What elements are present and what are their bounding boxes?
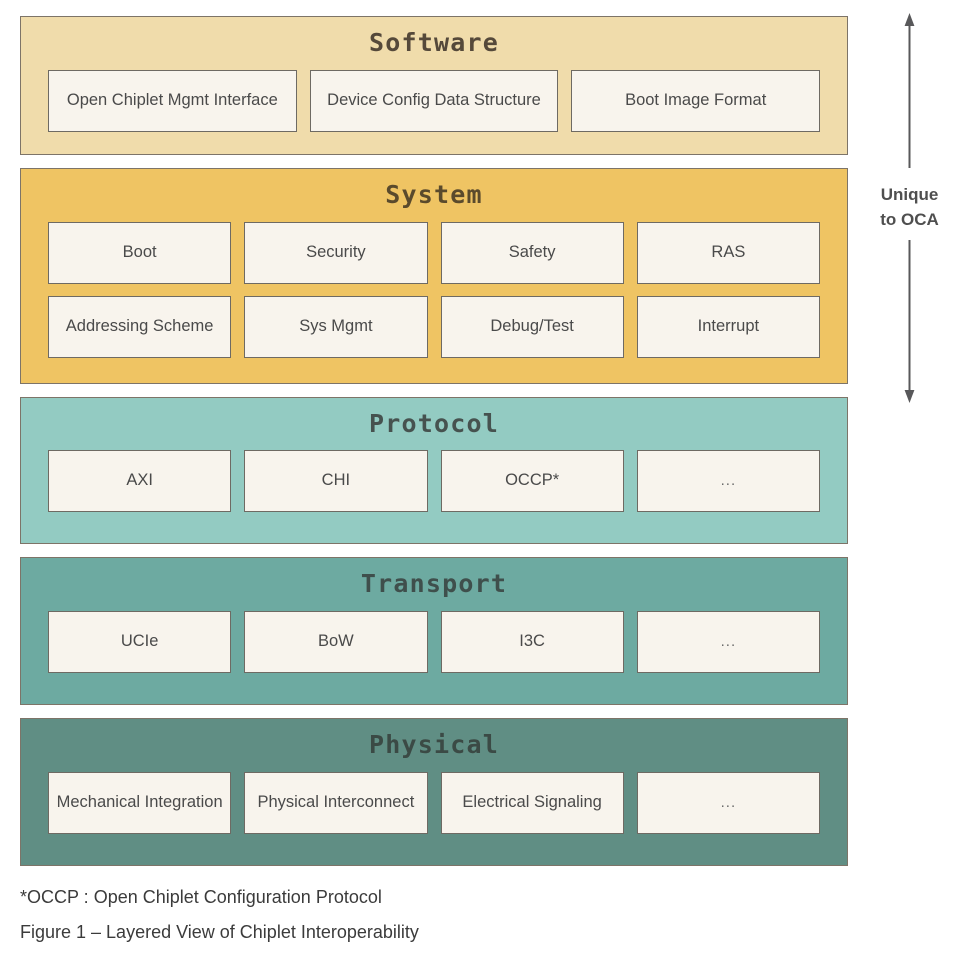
layer-transport: Transport UCIe BoW I3C ... — [20, 557, 848, 705]
layer-row: Open Chiplet Mgmt Interface Device Confi… — [48, 69, 821, 132]
layer-cell-security[interactable]: Security — [244, 221, 428, 284]
layer-software: Software Open Chiplet Mgmt Interface Dev… — [20, 16, 848, 155]
unique-to-oca-annotation: Unique to OCA — [862, 12, 957, 404]
double-headed-vertical-arrow-icon — [904, 13, 915, 403]
footnote-occp-definition: *OCCP : Open Chiplet Configuration Proto… — [20, 887, 382, 907]
layer-cell-chi[interactable]: CHI — [244, 450, 428, 513]
layer-cell-addressing-scheme[interactable]: Addressing Scheme — [48, 295, 232, 358]
annotation-label-line2: to OCA — [880, 209, 939, 229]
layer-title-physical: Physical — [368, 730, 499, 759]
figure-caption: Figure 1 – Layered View of Chiplet Inter… — [20, 922, 419, 942]
layer-cell-open-chiplet-mgmt-interface[interactable]: Open Chiplet Mgmt Interface — [48, 69, 297, 132]
annotation-label: Unique to OCA — [862, 183, 957, 232]
annotation-label-line1: Unique — [880, 185, 939, 204]
layer-row: Addressing Scheme Sys Mgmt Debug/Test In… — [48, 295, 820, 358]
layer-cell-sys-mgmt[interactable]: Sys Mgmt — [244, 295, 428, 358]
layer-cell-device-config-data-structure[interactable]: Device Config Data Structure — [309, 69, 559, 132]
layer-cell-physical-interconnect[interactable]: Physical Interconnect — [244, 771, 428, 834]
layer-row: AXI CHI OCCP* ... — [48, 450, 820, 513]
layer-cell-more-protocol[interactable]: ... — [636, 450, 820, 513]
layer-cell-axi[interactable]: AXI — [48, 450, 232, 513]
layer-cell-electrical-signaling[interactable]: Electrical Signaling — [440, 771, 624, 834]
layer-cell-occp[interactable]: OCCP* — [440, 450, 624, 513]
layer-cell-i3c[interactable]: I3C — [440, 611, 624, 673]
layer-system: System Boot Security Safety RAS Addressi… — [20, 167, 848, 384]
layer-protocol: Protocol AXI CHI OCCP* ... — [20, 396, 848, 545]
layer-title-protocol: Protocol — [368, 408, 499, 438]
layer-cell-boot-image-format[interactable]: Boot Image Format — [571, 69, 821, 132]
layer-cell-more-transport[interactable]: ... — [636, 611, 820, 673]
layer-title-software: Software — [368, 28, 499, 57]
layer-cell-safety[interactable]: Safety — [440, 221, 624, 284]
layer-cell-debug-test[interactable]: Debug/Test — [440, 295, 624, 358]
layer-title-system: System — [385, 179, 483, 209]
layer-cell-boot[interactable]: Boot — [48, 221, 232, 284]
layer-cell-ras[interactable]: RAS — [636, 221, 820, 284]
layer-cell-ucie[interactable]: UCIe — [48, 611, 232, 673]
layer-stack: Software Open Chiplet Mgmt Interface Dev… — [20, 16, 848, 879]
layer-title-transport: Transport — [360, 569, 508, 599]
layer-cell-more-physical[interactable]: ... — [636, 771, 820, 834]
layer-row: Mechanical Integration Physical Intercon… — [48, 771, 820, 834]
layer-physical: Physical Mechanical Integration Physical… — [20, 718, 848, 866]
layer-cell-mechanical-integration[interactable]: Mechanical Integration — [48, 771, 232, 834]
figure-footnotes: *OCCP : Open Chiplet Configuration Proto… — [20, 888, 840, 958]
layer-cell-bow[interactable]: BoW — [244, 611, 428, 673]
layer-cell-interrupt[interactable]: Interrupt — [636, 295, 820, 358]
layer-row: Boot Security Safety RAS — [48, 221, 820, 284]
layer-row: UCIe BoW I3C ... — [48, 611, 820, 673]
